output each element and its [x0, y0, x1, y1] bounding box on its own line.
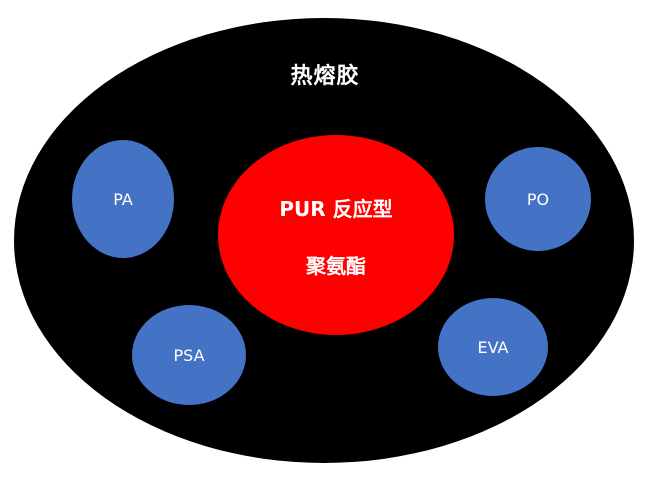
diagram-title: 热熔胶: [290, 64, 360, 89]
psa-circle: PSA: [132, 305, 246, 405]
center-label-line1: PUR 反应型: [279, 197, 393, 221]
po-label: PO: [526, 189, 550, 209]
pa-circle: PA: [72, 140, 174, 258]
eva-circle: EVA: [438, 298, 548, 396]
pur-reactive-circle: PUR 反应型 聚氨酯: [218, 135, 454, 335]
eva-label: EVA: [477, 337, 509, 357]
po-circle: PO: [485, 147, 591, 251]
pa-label: PA: [113, 189, 133, 209]
psa-label: PSA: [173, 345, 205, 365]
center-label-line2: 聚氨酯: [306, 254, 366, 278]
